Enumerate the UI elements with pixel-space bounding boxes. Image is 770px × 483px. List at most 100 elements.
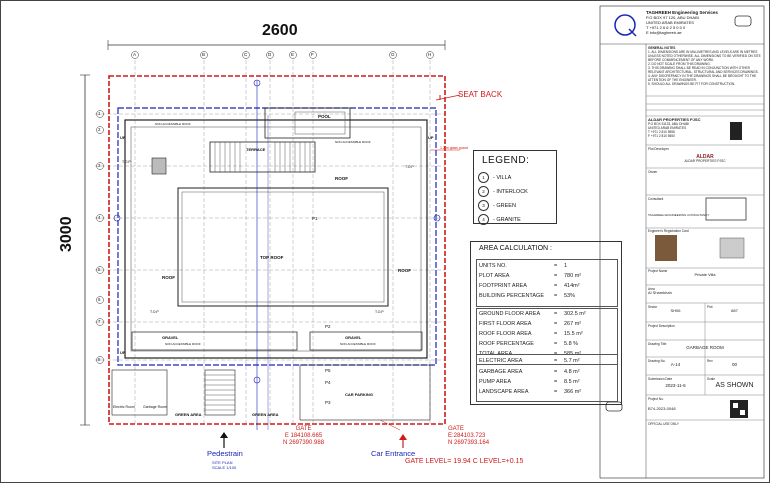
area-row: PLOT AREA=780 m²: [479, 273, 582, 279]
scale-value: AS SHOWN: [715, 382, 754, 389]
area-value: 5.8 %: [564, 341, 579, 347]
area-value: 8.5 m²: [564, 379, 580, 385]
description-block: Project Description: [648, 324, 762, 328]
pool-label: POOL: [318, 114, 331, 119]
roof-label: ROOF: [335, 176, 348, 181]
grid-label-e: E: [291, 52, 295, 57]
green-area-label: GREEN AREA: [252, 412, 279, 417]
gate-northing: N 2697390.988: [283, 440, 325, 446]
engineer-label: Engineer's Registration Card: [648, 229, 689, 233]
area-row: GARBAGE AREA=4.8 m²: [479, 369, 580, 375]
area-group-bottom: [476, 354, 618, 402]
project-no: B74-2023-0048: [648, 406, 676, 411]
grid-label-6: 6: [98, 297, 101, 302]
scale-label: Scale: [707, 377, 715, 381]
date-label: Submission Date: [648, 377, 673, 381]
general-notes-title: GENERAL NOTES: [648, 46, 676, 50]
grid-label-h: H: [428, 52, 432, 57]
drawing-title-block: Drawing Title GARBAGE ROOM: [648, 342, 762, 350]
area-value: Al Shamkhah: [648, 290, 672, 295]
grid-label-7: 7: [98, 319, 101, 324]
plot-label: Plot: [707, 305, 713, 309]
grid-label-4: 4: [98, 215, 101, 220]
project-no-block: Project No. B74-2023-0048: [648, 397, 728, 411]
area-label: GARBAGE AREA: [479, 369, 523, 375]
green-area-label: GREEN AREA: [175, 412, 202, 417]
up-label: UP: [120, 135, 126, 140]
width-dimension: 2600: [262, 22, 298, 39]
area-label: FOOTPRINT AREA: [479, 283, 527, 289]
consultant-label: Consultant: [648, 197, 664, 201]
legend-label: - GRANITE: [493, 216, 521, 223]
gate-title: GATE: [295, 426, 312, 432]
firm-line: E info@taghreeh.ae: [646, 30, 682, 35]
gate-left: GATE E 184108.665 N 2697390.988: [283, 426, 324, 447]
area-label: PLOT AREA: [479, 273, 510, 279]
area-value: 414m²: [564, 283, 580, 289]
area-row: GROUND FLOOR AREA=302.5 m²: [479, 311, 586, 317]
non-accessible-roof-label: NON ACCESSIBLE ROOF: [165, 342, 201, 346]
site-plan-label: SITE PLAN: [212, 460, 233, 465]
area-calculation-table: AREA CALCULATION : UNITS NO.=1 PLOT AREA…: [470, 241, 622, 405]
grid-label-2: 2: [98, 127, 101, 132]
area-row: LANDSCAPE AREA=366 m²: [479, 389, 582, 395]
developer-name: ALDAR: [696, 154, 714, 160]
legend-box: LEGEND: 1 - VILLA 2 - INTERLOCK 3 - GREE…: [473, 150, 557, 225]
owner-block: Owner: [648, 170, 762, 174]
legend-title: LEGEND:: [482, 155, 530, 166]
up-label: UP: [120, 350, 126, 355]
area-label: FIRST FLOOR AREA: [479, 321, 532, 327]
area-value: 302.5 m²: [564, 311, 586, 317]
drawing-no-label: Drawing No.: [648, 359, 666, 363]
gravel-label: GRAVEL: [345, 335, 362, 340]
top-level-label: T.O.P: [150, 310, 159, 314]
grid-label-g: G: [391, 52, 395, 57]
plot-block: Plot 687: [707, 305, 762, 313]
grid-label-a: A: [133, 52, 137, 57]
non-accessible-roof-label: NON ACCESSIBLE ROOF: [340, 342, 376, 346]
area-label: UNITS NO.: [479, 263, 507, 269]
engineer-block: Engineer's Registration Card: [648, 229, 762, 233]
client-name: ALDAR PROPERTIES PJSC: [648, 118, 701, 122]
non-accessible-roof-label: NON ACCESSIBLE ROOF: [335, 140, 371, 144]
roof-label: ROOF: [398, 268, 411, 273]
consultant-block: Consultant TAGHREEH ENGINEERING CONSULTA…: [648, 197, 762, 217]
client-line: F +971 2 810 5550: [648, 134, 675, 138]
area-value: 780 m²: [564, 273, 582, 279]
description-label: Project Description: [648, 324, 675, 328]
note: 4. ANY DISCREPANCY IN THE DRAWINGS SHALL…: [648, 74, 757, 82]
up-label: UP: [428, 135, 434, 140]
project-block: Project Name Private Villa: [648, 269, 762, 277]
developer-sub: ALDAR PROPERTIES PJSC: [684, 159, 726, 163]
grid-label-c: C: [244, 52, 248, 57]
owner-label: Owner: [648, 170, 658, 174]
area-group-mid: [476, 308, 618, 365]
gravel-label: GRAVEL: [162, 335, 179, 340]
area-value: 267 m²: [564, 321, 582, 327]
garbage-room-label: Garbage Room: [143, 405, 167, 409]
client-line: UNITED ARAB EMIRATES: [648, 126, 687, 130]
area-label: PUMP AREA: [479, 379, 511, 385]
gate-right: GATE E:284103.723 N 2697393.164: [448, 426, 489, 447]
area-label: LANDSCAPE AREA: [479, 389, 529, 395]
area-value: 366 m²: [564, 389, 582, 395]
legend-marker: 4: [478, 214, 489, 225]
grid-label-f: F: [311, 52, 314, 57]
car-parking-label: CAR PARKING: [345, 392, 373, 397]
date-block: Submission Date 2023-11-6: [648, 377, 703, 394]
project-label: Project Name: [648, 269, 668, 273]
project-no-label: Project No.: [648, 397, 664, 401]
gate-easting: E:284103.723: [448, 433, 486, 439]
p3-label: P3: [325, 400, 331, 405]
legend-label: - GREEN: [493, 202, 516, 209]
area-row: PUMP AREA=8.5 m²: [479, 379, 580, 385]
area-value: 5.7 m²: [564, 358, 580, 364]
p2-label: P2: [325, 324, 331, 329]
seat-back-label: SEAT BACK: [458, 90, 503, 99]
drawing-no-block: Drawing No. A-14: [648, 359, 703, 367]
firm-line: UNITED ARAB EMIRATES: [646, 20, 694, 25]
area-value: 1: [564, 263, 568, 269]
non-accessible-roof-label: NON ACCESSIBLE ROOF: [155, 122, 191, 126]
note: 5. SHOULD ALL DRAWINGS BE FIT FOR CONSTR…: [648, 82, 736, 86]
grid-label-1: 1: [98, 111, 101, 116]
